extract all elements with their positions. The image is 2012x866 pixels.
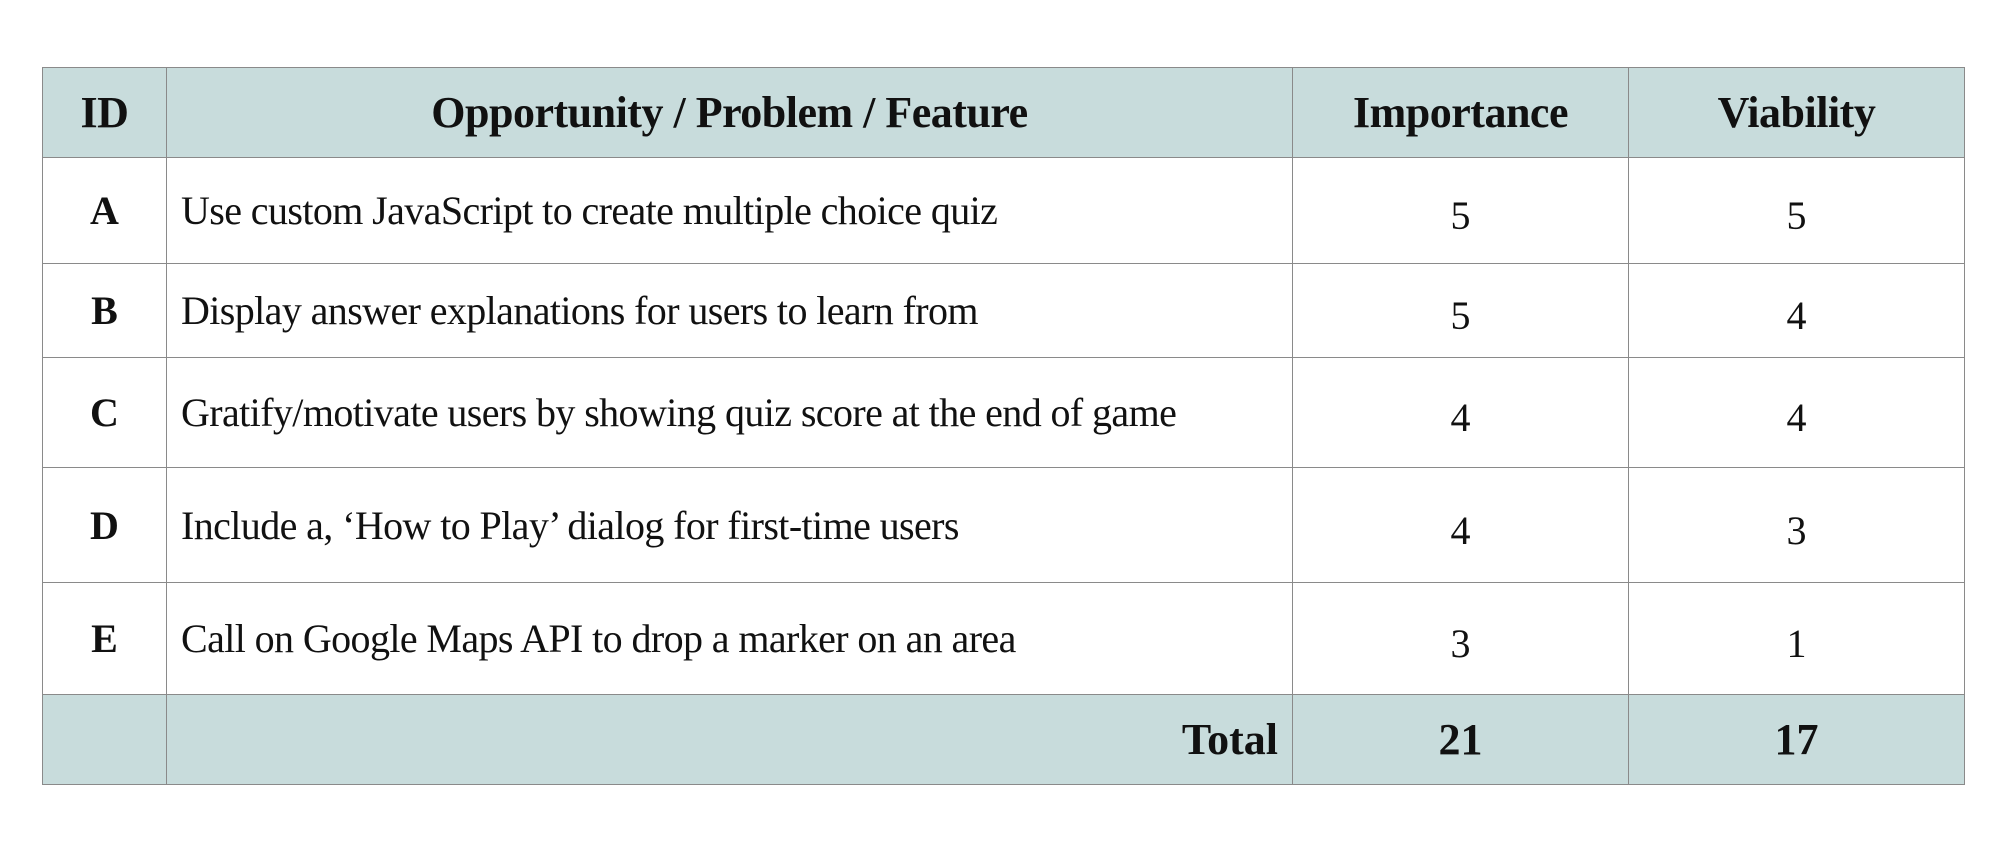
table-row: C Gratify/motivate users by showing quiz… [42, 357, 1965, 468]
row-importance: 4 [1292, 467, 1629, 583]
row-importance: 3 [1292, 582, 1629, 695]
row-id: D [42, 467, 167, 583]
total-label: Total [166, 694, 1293, 785]
header-viability: Viability [1628, 67, 1965, 158]
table-row: D Include a, ‘How to Play’ dialog for fi… [42, 467, 1965, 583]
row-viability: 1 [1628, 582, 1965, 695]
row-id: A [42, 157, 167, 264]
row-importance: 5 [1292, 157, 1629, 264]
row-feature: Use custom JavaScript to create multiple… [166, 157, 1293, 264]
row-feature: Include a, ‘How to Play’ dialog for firs… [166, 467, 1293, 583]
row-feature: Gratify/motivate users by showing quiz s… [166, 357, 1293, 468]
row-importance: 4 [1292, 357, 1629, 468]
row-id: B [42, 263, 167, 358]
row-viability: 4 [1628, 263, 1965, 358]
feature-priority-table: ID Opportunity / Problem / Feature Impor… [42, 67, 1965, 785]
total-importance: 21 [1292, 694, 1629, 785]
row-viability: 5 [1628, 157, 1965, 264]
row-feature: Call on Google Maps API to drop a marker… [166, 582, 1293, 695]
row-id: E [42, 582, 167, 695]
table-row: A Use custom JavaScript to create multip… [42, 157, 1965, 264]
row-viability: 3 [1628, 467, 1965, 583]
header-id: ID [42, 67, 167, 158]
table-row: B Display answer explanations for users … [42, 263, 1965, 358]
total-viability: 17 [1628, 694, 1965, 785]
feature-priority-sheet: ID Opportunity / Problem / Feature Impor… [42, 67, 1965, 785]
row-id: C [42, 357, 167, 468]
header-feature: Opportunity / Problem / Feature [166, 67, 1293, 158]
header-importance: Importance [1292, 67, 1629, 158]
row-viability: 4 [1628, 357, 1965, 468]
table-total-row: Total 21 17 [42, 694, 1965, 785]
total-empty-cell [42, 694, 167, 785]
table-row: E Call on Google Maps API to drop a mark… [42, 582, 1965, 695]
row-feature: Display answer explanations for users to… [166, 263, 1293, 358]
row-importance: 5 [1292, 263, 1629, 358]
table-header-row: ID Opportunity / Problem / Feature Impor… [42, 67, 1965, 158]
